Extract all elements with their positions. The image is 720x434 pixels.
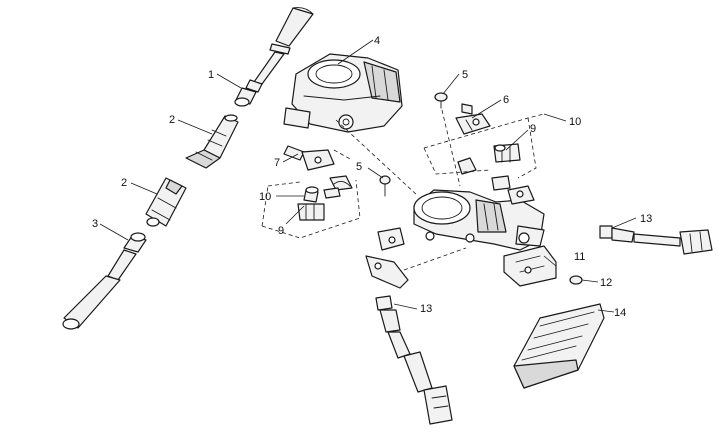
part-6-sensor	[455, 103, 491, 135]
part-14-ecu	[513, 303, 605, 389]
part-11-bracket	[503, 245, 557, 287]
callout-labels: 1 2 2 3 4 5 5 6 7 9 9 10 10 11 12 13 13 …	[92, 35, 652, 319]
callout-10-left: 10	[259, 191, 271, 203]
left-bracket	[365, 227, 409, 289]
callout-12: 12	[600, 277, 612, 289]
upper-hose-assembly	[245, 7, 314, 93]
part-13-sensor-lower	[375, 295, 453, 425]
part-13-sensor-right	[599, 225, 713, 255]
leader-lines	[99, 39, 637, 313]
callout-9-left: 9	[278, 225, 284, 237]
callout-3: 3	[92, 218, 98, 230]
callout-7: 7	[274, 157, 280, 169]
callout-2-lower: 2	[121, 177, 127, 189]
callout-13-right: 13	[640, 213, 652, 225]
part-7-connector	[283, 145, 335, 171]
callout-14: 14	[614, 307, 626, 319]
callout-10-right: 10	[569, 116, 581, 128]
part-4-throttle-body	[283, 53, 403, 133]
part-5-screw-upper	[434, 92, 448, 109]
part-2-connector-lower	[145, 177, 187, 227]
callout-9-right: 9	[530, 123, 536, 135]
callout-13-lower: 13	[420, 303, 432, 315]
callout-11: 11	[574, 251, 585, 263]
callout-4: 4	[374, 35, 380, 47]
center-throttle-body	[413, 185, 545, 251]
part-3-lower-boot	[62, 232, 147, 330]
right-injector-group	[457, 143, 521, 191]
callout-2-upper: 2	[169, 114, 175, 126]
part-12-nut	[569, 275, 583, 285]
part-5-screw-left	[379, 175, 391, 197]
dashed-assembly-lines	[261, 109, 545, 271]
callout-6: 6	[503, 94, 509, 106]
callout-5-upper: 5	[462, 69, 468, 81]
part-1-boot	[234, 87, 257, 107]
callout-5-left: 5	[356, 161, 362, 173]
left-injector-group	[297, 175, 353, 221]
part-2-connector-upper	[185, 114, 239, 169]
callout-1: 1	[208, 69, 214, 81]
